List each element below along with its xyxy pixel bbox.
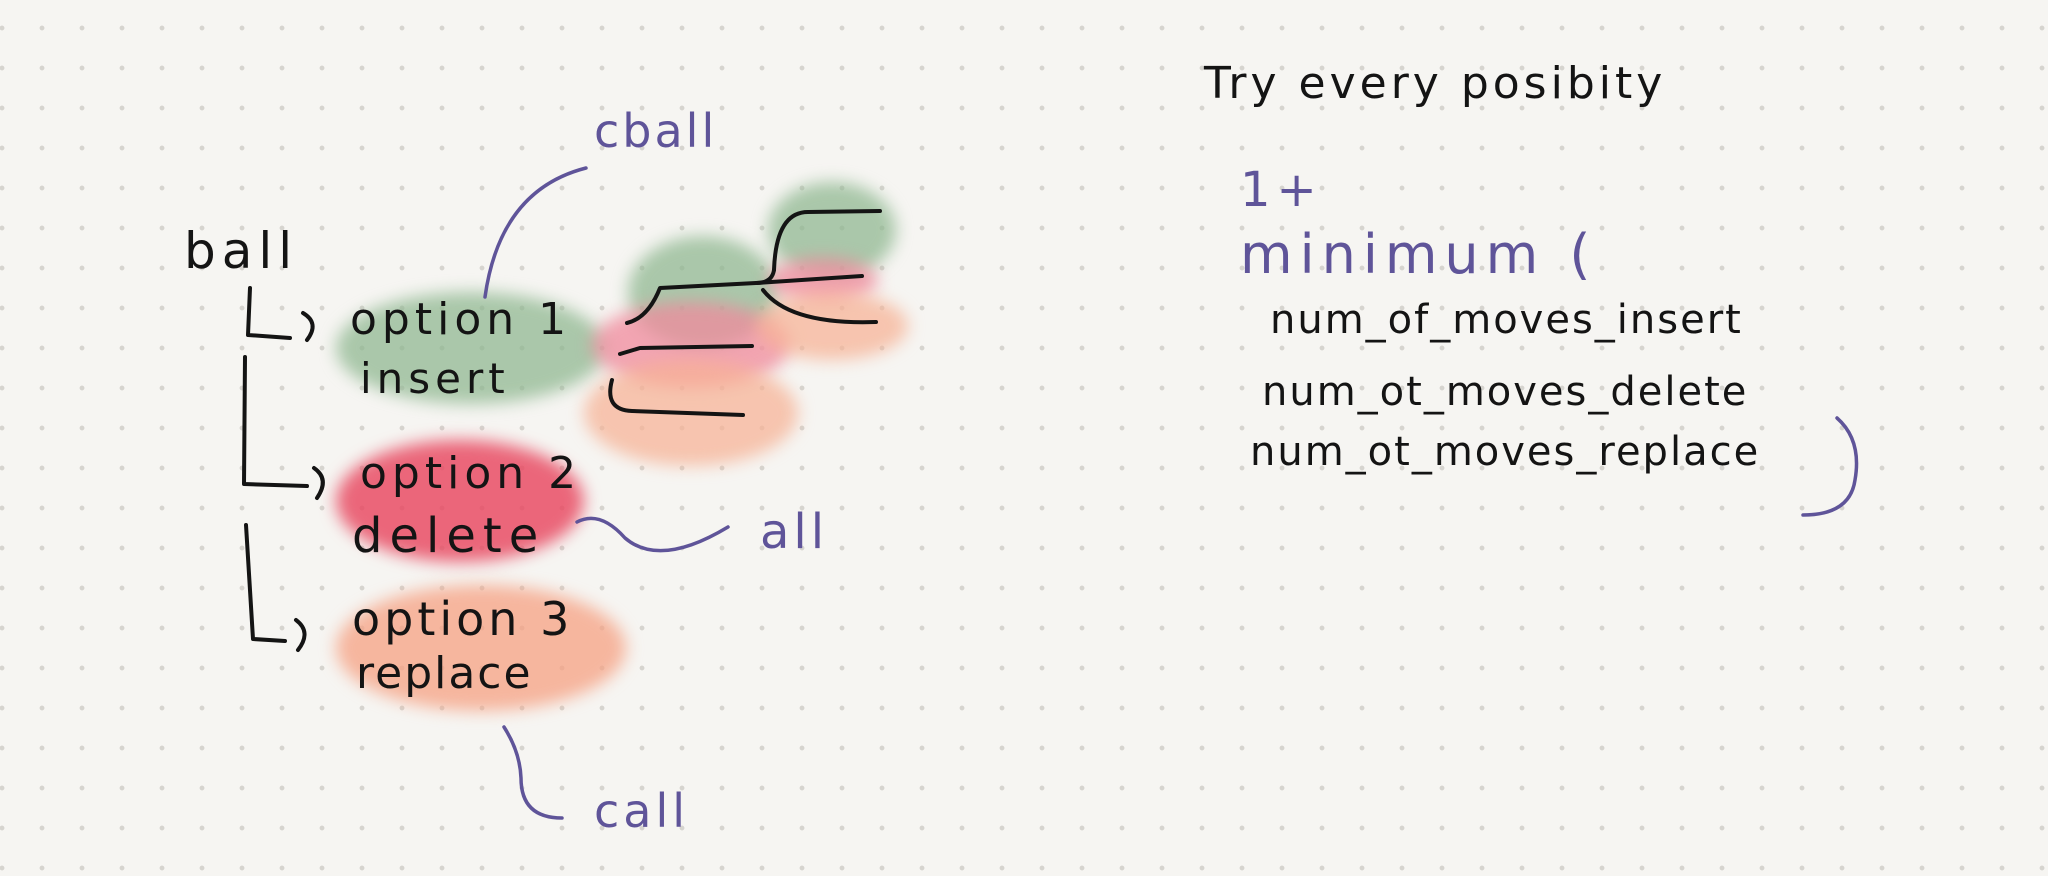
option-2-label: option 2 [360, 448, 582, 499]
connector-all [575, 516, 730, 553]
subtree-branch-5 [618, 344, 754, 356]
subtree-branch-2 [772, 209, 882, 272]
notes-plus-one: 1+ [1240, 162, 1323, 218]
option-3-label: option 3 [352, 592, 574, 646]
subtree-branch-4 [761, 288, 878, 325]
annotation-cball: cball [594, 104, 718, 158]
subtree-branch-1 [625, 268, 776, 325]
highlight-option-1 [336, 292, 606, 404]
tree-arrow-1 [301, 311, 315, 342]
notes-heading: Try every posibity [1204, 58, 1667, 109]
highlight-option-2 [336, 440, 584, 562]
connector-call [502, 725, 564, 820]
notes-arg-replace: num_ot_moves_replace [1250, 429, 1761, 475]
connector-cball [483, 166, 588, 299]
annotation-all: all [760, 504, 829, 560]
highlight-subtree-orange-b [756, 292, 908, 360]
tree-trunk-2 [242, 355, 309, 488]
tree-arrow-3 [294, 618, 307, 652]
tree-trunk-1 [246, 286, 292, 340]
tree-arrow-2 [312, 466, 325, 500]
subtree-branch-6 [608, 378, 745, 417]
tree-root-label: ball [184, 222, 299, 280]
option-1-label: option 1 [350, 294, 572, 345]
option-1-action: insert [360, 354, 510, 403]
notes-minimum-call: minimum ( [1240, 223, 1598, 286]
tree-trunk-3 [244, 523, 287, 643]
closing-paren [1801, 416, 1859, 517]
highlight-option-3 [336, 585, 626, 711]
subtree-branch-3 [755, 274, 864, 285]
annotation-call: call [594, 784, 690, 838]
option-2-action: delete [352, 508, 546, 564]
notes-arg-delete: num_ot_moves_delete [1262, 369, 1749, 415]
notes-arg-insert: num_of_moves_insert [1270, 297, 1743, 343]
option-3-action: replace [356, 648, 533, 699]
